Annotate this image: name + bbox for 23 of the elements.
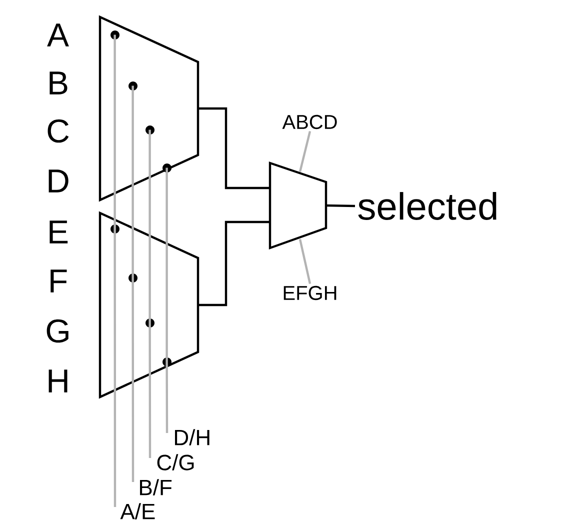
input-label: C [48, 119, 69, 143]
input-label: A [47, 24, 69, 46]
input-label: B [50, 72, 68, 94]
wire [198, 107, 270, 190]
select-line [298, 238, 312, 284]
wire [198, 220, 270, 306]
output-label: selected [358, 192, 496, 220]
wire [326, 204, 356, 208]
input-label: F [50, 270, 67, 292]
select-label: D/H [175, 429, 210, 446]
select-label: A/E [120, 503, 155, 520]
select-label: B/F [140, 479, 172, 496]
select-line [166, 168, 168, 433]
select-label: EFGH [284, 286, 336, 300]
input-label: D [48, 170, 68, 192]
select-line [132, 86, 134, 482]
select-label: ABCD [282, 114, 337, 130]
input-label: E [50, 220, 68, 244]
input-label: H [48, 370, 68, 392]
select-label: C/G [157, 454, 194, 470]
input-label: G [46, 319, 68, 343]
select-line [148, 130, 152, 458]
select-line [298, 131, 312, 172]
